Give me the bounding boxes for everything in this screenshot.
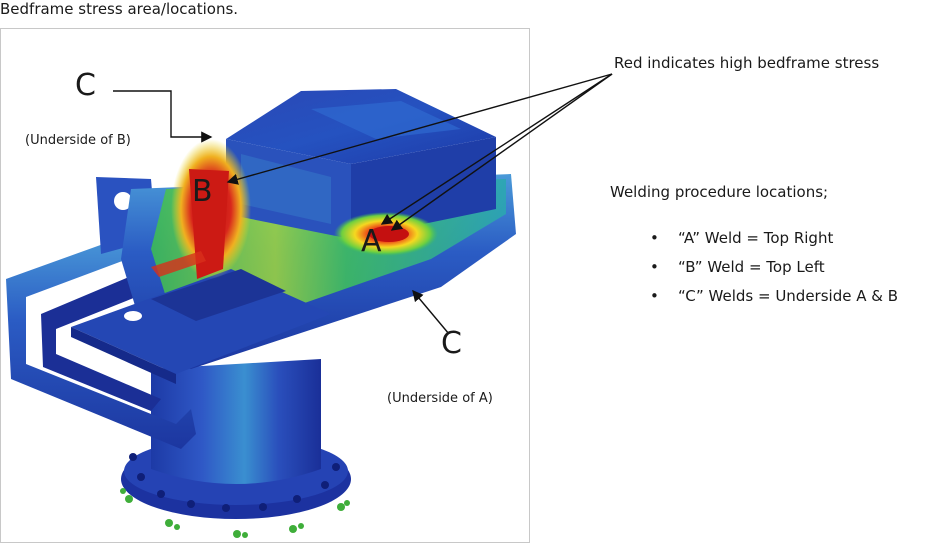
weld-item-b: “B” Weld = Top Left [678, 258, 825, 276]
list-item: • “C” Welds = Underside A & B [650, 287, 898, 316]
list-item: • “B” Weld = Top Left [650, 258, 898, 287]
label-underside-a: (Underside of A) [387, 391, 493, 406]
label-a: A [361, 224, 382, 259]
label-underside-b: (Underside of B) [25, 133, 131, 148]
weld-procedure-title: Welding procedure locations; [610, 183, 829, 201]
bullet-icon: • [650, 287, 659, 305]
plate-recess [151, 269, 286, 321]
plate-hole [124, 311, 142, 321]
front-frame-tube [6, 234, 196, 449]
page-title: Bedframe stress area/locations. [0, 0, 239, 18]
bracket-hole [114, 192, 132, 210]
callout-lines [113, 90, 450, 335]
label-c-top: C [75, 68, 96, 103]
fixture-supports [120, 488, 350, 538]
flange-bolts [129, 453, 340, 512]
weld-item-a: “A” Weld = Top Right [678, 229, 834, 247]
vertical-post [151, 359, 321, 484]
weld-procedure-list: • “A” Weld = Top Right • “B” Weld = Top … [650, 229, 898, 316]
mounting-plate-edge [71, 327, 176, 384]
stress-legend-note: Red indicates high bedframe stress [614, 54, 880, 72]
bullet-icon: • [650, 258, 659, 276]
front-stress-streak [151, 251, 206, 277]
bedframe-stress-render [6, 89, 516, 538]
list-item: • “A” Weld = Top Right [650, 229, 898, 258]
label-c-bottom: C [441, 326, 462, 361]
callout-line-c-bottom [412, 289, 450, 335]
stress-simulation-figure: C (Underside of B) B A C (Underside of A… [0, 28, 530, 543]
bullet-icon: • [650, 229, 659, 247]
callout-line-c-top [113, 90, 213, 143]
stress-hotspot-b [189, 169, 229, 279]
label-b: B [192, 174, 213, 209]
front-frame-inner [41, 274, 161, 411]
weld-item-c: “C” Welds = Underside A & B [678, 287, 899, 305]
